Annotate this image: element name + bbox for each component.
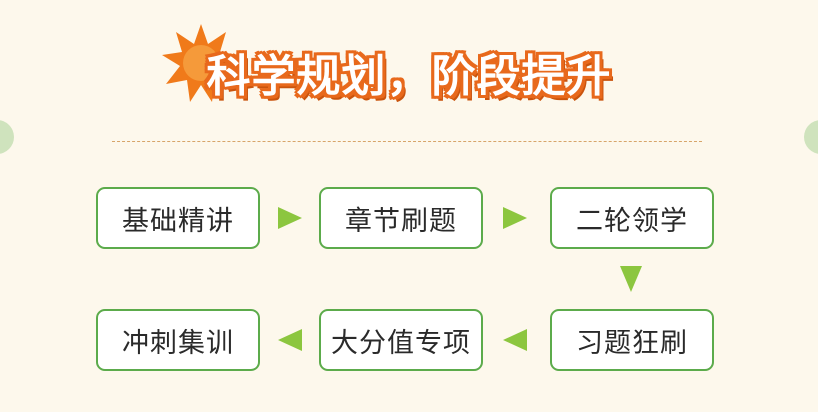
left-edge-decoration (0, 120, 14, 154)
arrow-right-icon (503, 207, 527, 229)
step-foundation-lecture: 基础精讲 (96, 187, 260, 249)
step-sprint-training: 冲刺集训 (96, 309, 260, 371)
arrow-right-icon (278, 207, 302, 229)
arrow-down-icon (620, 266, 642, 292)
step-chapter-practice: 章节刷题 (319, 187, 483, 249)
starburst-icon (162, 24, 240, 102)
right-edge-decoration (804, 120, 818, 154)
step-second-round-study: 二轮领学 (550, 187, 714, 249)
step-intensive-exercises: 习题狂刷 (550, 309, 714, 371)
page-title: 科学规划，阶段提升 (206, 51, 612, 102)
step-high-score-topics: 大分值专项 (319, 309, 483, 371)
arrow-left-icon (278, 329, 302, 351)
arrow-left-icon (503, 329, 527, 351)
dashed-divider (112, 141, 702, 142)
